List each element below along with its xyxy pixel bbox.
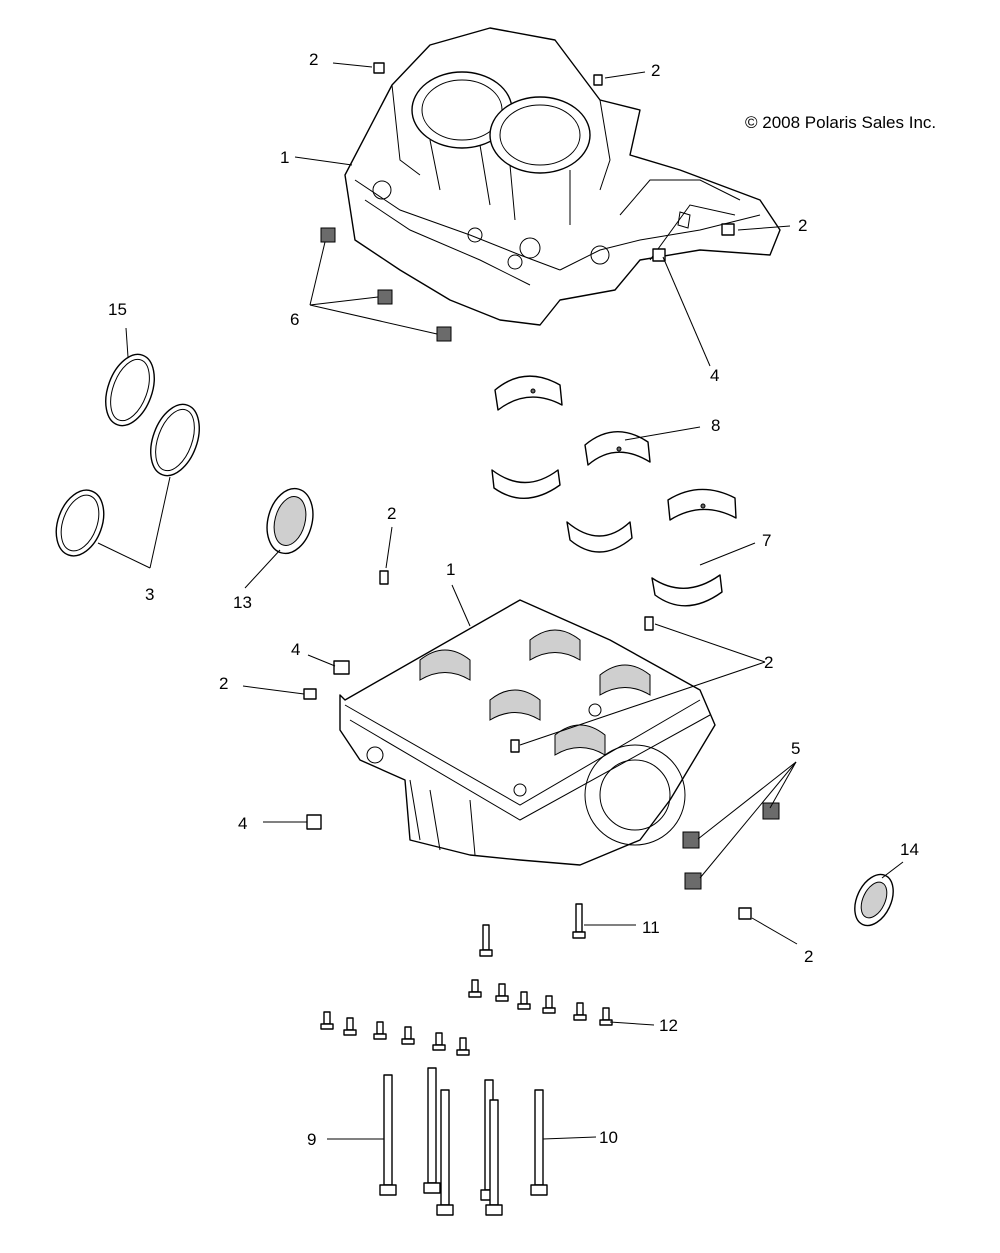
upper-crankcase	[344, 27, 781, 326]
callout-11: 11	[642, 918, 660, 937]
callout-2-f: 2	[219, 674, 228, 693]
callout-labels: 1 1 2 2 2 2 2 2 2 3 4 4 4 5 6 7 8 9 10 1…	[108, 50, 919, 1149]
callout-3: 3	[145, 585, 154, 604]
callout-7: 7	[762, 531, 771, 550]
bolts	[320, 903, 613, 1216]
leader-lines	[97, 62, 904, 1140]
seal-rings	[55, 353, 894, 927]
lower-crankcase	[339, 599, 716, 866]
callout-4-c: 4	[238, 814, 247, 833]
callout-2-a: 2	[309, 50, 318, 69]
callout-2-c: 2	[798, 216, 807, 235]
callout-2-d: 2	[387, 504, 396, 523]
callout-6: 6	[290, 310, 299, 329]
callout-2-g: 2	[804, 947, 813, 966]
callout-8: 8	[711, 416, 720, 435]
callout-14: 14	[900, 840, 919, 859]
callout-4-b: 4	[291, 640, 300, 659]
callout-5: 5	[791, 739, 800, 758]
callout-1-lower: 1	[446, 560, 455, 579]
copyright-notice: © 2008 Polaris Sales Inc.	[745, 113, 936, 132]
bearing-shells	[491, 375, 737, 607]
callout-12: 12	[659, 1016, 678, 1035]
callout-2-b: 2	[651, 61, 660, 80]
callout-2-e: 2	[764, 653, 773, 672]
callout-1-upper: 1	[280, 148, 289, 167]
callout-13: 13	[233, 593, 252, 612]
callout-4-a: 4	[710, 366, 719, 385]
callout-9: 9	[307, 1130, 316, 1149]
dowels-and-bushings	[303, 62, 780, 920]
callout-10: 10	[599, 1128, 618, 1147]
callout-15: 15	[108, 300, 127, 319]
